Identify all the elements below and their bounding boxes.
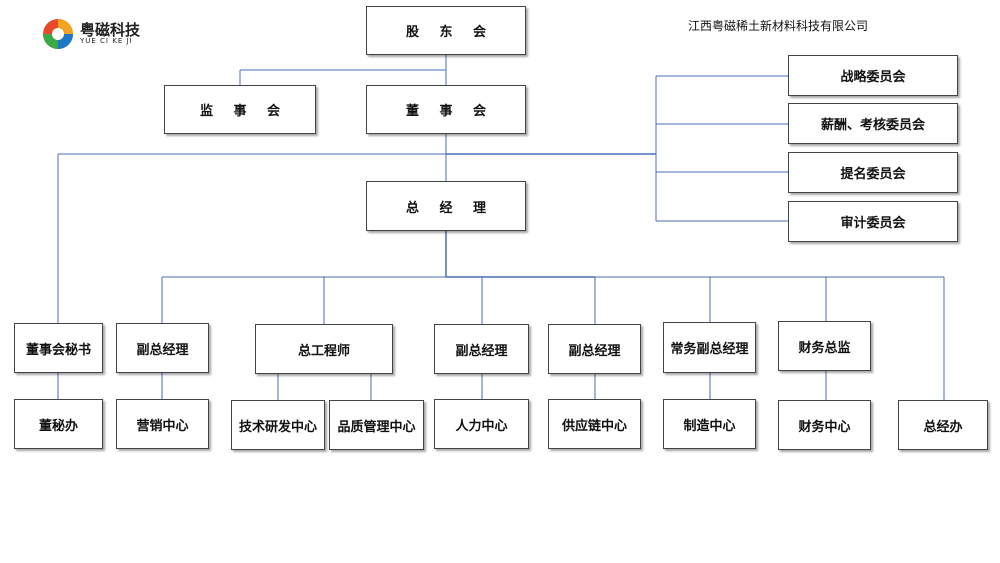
node-vice-gm-3: 副总经理: [548, 324, 641, 374]
node-finance-center: 财务中心: [778, 400, 871, 450]
logo-icon: [43, 19, 73, 49]
node-shareholders: 股 东 会: [366, 6, 526, 55]
node-executive-vice-gm: 常务副总经理: [663, 322, 756, 373]
node-cfo: 财务总监: [778, 321, 871, 371]
node-compensation-committee: 薪酬、考核委员会: [788, 103, 958, 144]
logo-name: 粤磁科技: [80, 21, 141, 39]
company-name: 江西粤磁稀土新材料科技有限公司: [688, 19, 869, 33]
node-vice-gm-1: 副总经理: [116, 323, 209, 373]
node-gm-office: 总经办: [898, 400, 988, 450]
node-audit-committee: 审计委员会: [788, 201, 958, 242]
node-general-manager: 总 经 理: [366, 181, 526, 231]
node-hr-center: 人力中心: [434, 399, 529, 449]
node-quality-center: 品质管理中心: [329, 400, 424, 450]
company-logo: 粤磁科技 YUE CI KE JI: [40, 15, 150, 55]
node-chief-engineer: 总工程师: [255, 324, 393, 374]
node-vice-gm-2: 副总经理: [434, 324, 529, 374]
node-supply-chain-center: 供应链中心: [548, 399, 641, 449]
node-board-secretary: 董事会秘书: [14, 323, 103, 373]
node-board-office: 董秘办: [14, 399, 103, 449]
node-supervisors: 监 事 会: [164, 85, 316, 134]
logo-subtitle: YUE CI KE JI: [80, 37, 133, 45]
node-nomination-committee: 提名委员会: [788, 152, 958, 193]
node-manufacturing-center: 制造中心: [663, 399, 756, 449]
node-strategy-committee: 战略委员会: [788, 55, 958, 96]
node-board: 董 事 会: [366, 85, 526, 134]
node-marketing-center: 营销中心: [116, 399, 209, 449]
node-rnd-center: 技术研发中心: [231, 400, 325, 450]
